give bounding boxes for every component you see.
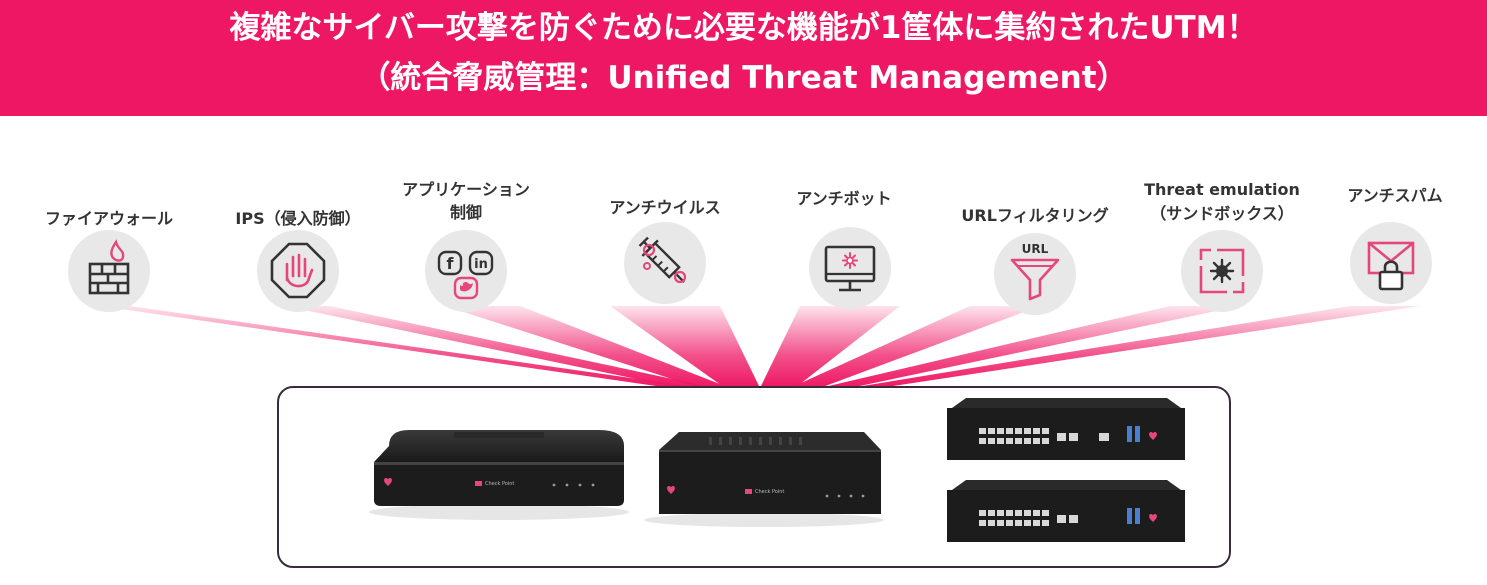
beam-firewall bbox=[100, 306, 700, 388]
beam-antivirus bbox=[610, 306, 760, 388]
sandbox-icon bbox=[1181, 230, 1263, 312]
header-title-line1: 複雑なサイバー攻撃を防ぐために必要な機能が1筐体に集約されたUTM！ bbox=[229, 10, 1258, 46]
url-icon-text: URL bbox=[1022, 242, 1049, 256]
header-banner: 複雑なサイバー攻撃を防ぐために必要な機能が1筐体に集約されたUTM！ （統合脅威… bbox=[0, 0, 1487, 116]
header-title-line2: （統合脅威管理：Unified Threat Management） bbox=[359, 60, 1128, 96]
social-apps-icon: f in bbox=[425, 230, 507, 312]
syringe-icon bbox=[624, 222, 706, 304]
appliance-box: Check Point Check Point bbox=[277, 386, 1231, 568]
firewall-icon bbox=[68, 230, 150, 312]
feature-label: アンチスパム bbox=[1347, 186, 1443, 205]
mail-lock-icon bbox=[1350, 222, 1432, 304]
beam-ips bbox=[285, 306, 715, 388]
compact-appliance: Check Point bbox=[644, 432, 884, 527]
stop-hand-icon bbox=[257, 230, 339, 312]
rack-appliance bbox=[947, 398, 1185, 460]
monitor-bot-icon bbox=[809, 227, 891, 309]
svg-text:f: f bbox=[447, 254, 455, 273]
feature-label: Threat emulation bbox=[1144, 180, 1300, 199]
feature-label: アンチボット bbox=[796, 189, 892, 208]
feature-label: ファイアウォール bbox=[44, 209, 173, 228]
svg-text:in: in bbox=[474, 257, 488, 272]
feature-label: IPS（侵入防御） bbox=[235, 209, 361, 228]
beam-url-filtering bbox=[790, 306, 1040, 388]
beam-antispam bbox=[850, 306, 1420, 388]
feature-label: 制御 bbox=[449, 203, 482, 222]
beam-antibot bbox=[760, 306, 900, 388]
rack-appliance bbox=[947, 480, 1185, 542]
url-funnel-icon: URL bbox=[994, 233, 1076, 315]
feature-label: アンチウイルス bbox=[609, 198, 721, 217]
svg-text:Check Point: Check Point bbox=[485, 481, 514, 487]
feature-label: （サンドボックス） bbox=[1150, 204, 1294, 223]
desktop-appliance: Check Point bbox=[369, 430, 629, 520]
feature-label: URLフィルタリング bbox=[961, 206, 1109, 225]
beam-app-control bbox=[445, 306, 730, 388]
feature-label: アプリケーション bbox=[402, 180, 530, 199]
beam-threat-emulation bbox=[820, 306, 1240, 388]
svg-text:Check Point: Check Point bbox=[755, 489, 784, 495]
